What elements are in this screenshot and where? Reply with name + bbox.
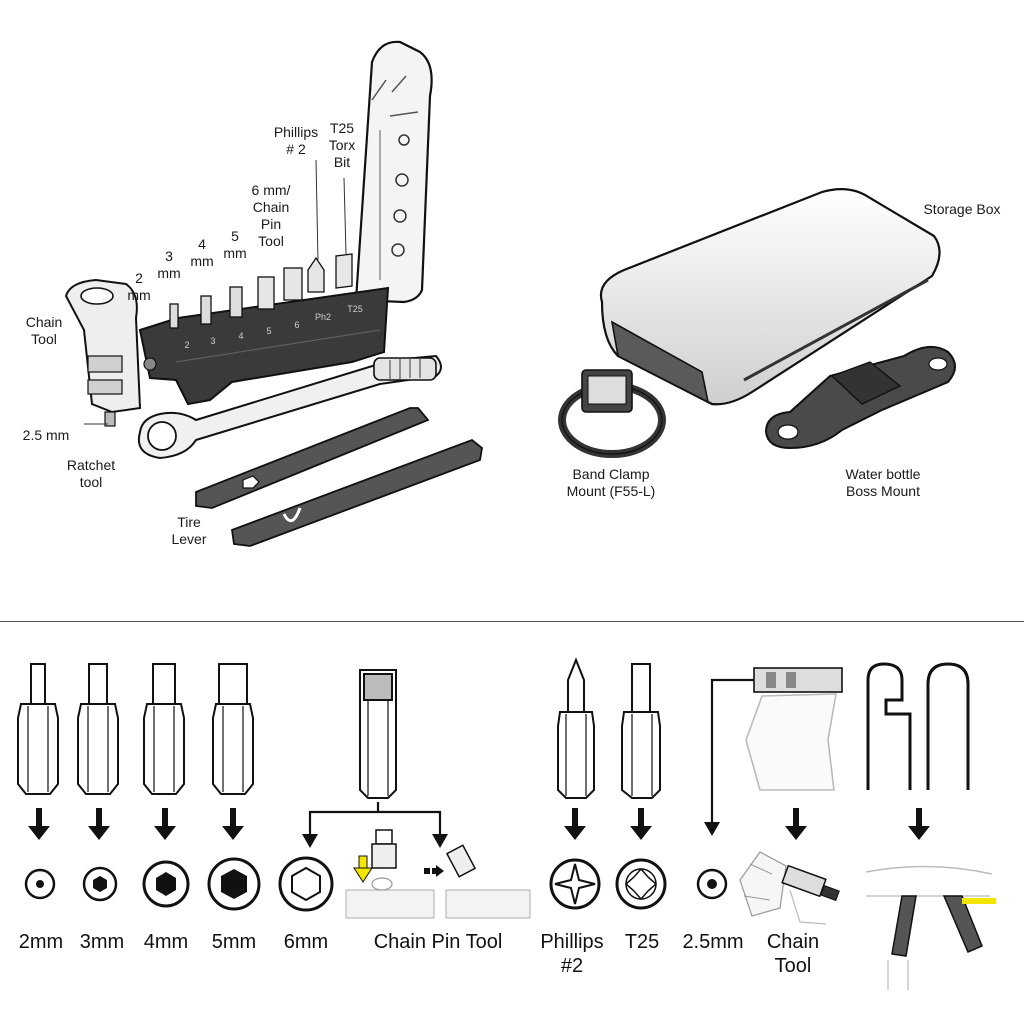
caption-phillips-2: Phillips #2 [540, 931, 604, 977]
caption-chain-tool: Chain Tool [766, 931, 820, 977]
top-bits [169, 253, 353, 329]
hex-icon-6mm [278, 856, 334, 912]
label-t25-torx: T25 Torx Bit [328, 120, 356, 170]
hex-icon-2mm [24, 868, 56, 900]
bottom-bit-t25 [621, 663, 661, 799]
bottom-tire-levers [866, 662, 970, 790]
bottom-bit-2mm [17, 663, 59, 795]
bottom-bit-phillips [557, 657, 595, 799]
tire-lever-in-use [865, 865, 996, 990]
label-chain-pin-6mm: 6 mm/ Chain Pin Tool [251, 182, 291, 249]
caption-4mm: 4mm [143, 931, 189, 953]
chain-tool-top [64, 278, 142, 427]
tool-body-mark: 4 [238, 331, 244, 341]
label-4mm: 4 mm [190, 236, 214, 269]
label-tire-lever: Tire Lever [171, 514, 207, 547]
caption-chain-pin-tool: Chain Pin Tool [373, 931, 503, 953]
label-5mm: 5 mm [223, 228, 247, 261]
flip-handle [354, 40, 433, 304]
tool-body-mark: 6 [294, 320, 300, 330]
label-water-bottle: Water bottle Boss Mount [845, 466, 921, 499]
bottom-chain-tool [745, 667, 843, 791]
tool-body-mark: 2 [184, 340, 190, 350]
label-3mm: 3 mm [157, 248, 181, 281]
band-clamp-mount [558, 369, 666, 458]
caption-2mm: 2mm [18, 931, 64, 953]
bottom-bit-5mm [212, 663, 254, 795]
bottom-bit-6mm [359, 669, 397, 799]
ratchet-tool [138, 354, 442, 460]
bottom-bit-4mm [143, 663, 185, 795]
hex-icon-2-5mm [696, 868, 728, 900]
tool-body-mark: 3 [210, 336, 216, 346]
caption-6mm: 6mm [283, 931, 329, 953]
label-phillips-2: Phillips # 2 [273, 124, 319, 157]
tool-body-mark: Ph2 [314, 312, 331, 322]
bottom-split-lines [308, 678, 754, 836]
label-chain-tool: Chain Tool [25, 314, 63, 347]
label-band-clamp: Band Clamp Mount (F55-L) [566, 466, 656, 499]
caption-5mm: 5mm [211, 931, 257, 953]
section-divider [0, 621, 1024, 622]
leader-lines [84, 159, 347, 425]
bottom-bit-3mm [77, 663, 119, 795]
torx-icon [615, 858, 667, 910]
label-ratchet: Ratchet tool [66, 457, 116, 490]
label-2mm: 2 mm [127, 270, 151, 303]
caption-3mm: 3mm [79, 931, 125, 953]
label-storage-box: Storage Box [923, 201, 1001, 217]
caption-t25: T25 [624, 931, 660, 953]
phillips-icon [549, 858, 601, 910]
tire-levers [195, 407, 483, 547]
chain-pin-illustration [345, 829, 531, 919]
hex-icon-4mm [142, 860, 190, 908]
hex-icon-3mm [82, 866, 118, 902]
tool-body-mark: 5 [266, 326, 272, 336]
chain-tool-in-use [739, 851, 840, 925]
tool-body-mark: T25 [347, 304, 363, 314]
storage-box [599, 187, 941, 406]
water-bottle-mount [764, 345, 956, 450]
label-2-5mm: 2.5 mm [22, 427, 70, 443]
bottom-arrows [28, 808, 930, 848]
hex-icon-5mm [207, 857, 261, 911]
caption-2-5mm: 2.5mm [682, 931, 744, 953]
